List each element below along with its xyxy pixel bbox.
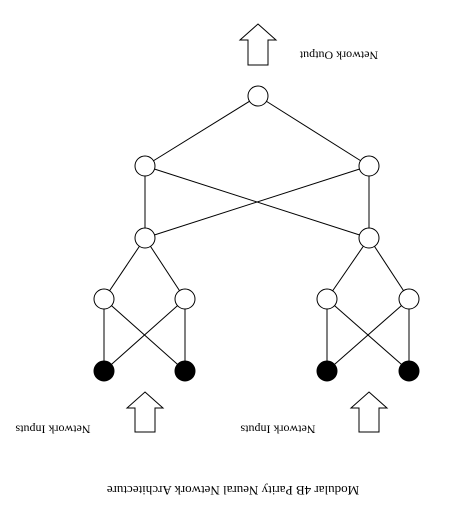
output-arrow-icon	[238, 23, 278, 66]
input-node-3	[316, 360, 338, 382]
edge-left-h2-i1	[103, 298, 186, 372]
edge-topright-midleft	[144, 165, 370, 239]
output-label: Network Output	[299, 48, 378, 62]
edge-right-mod-a	[326, 237, 370, 300]
arrows	[125, 23, 389, 433]
edge-output-top-right	[257, 95, 370, 167]
hidden-node-top-right	[358, 155, 380, 177]
hidden-node-top-left	[134, 155, 156, 177]
labels: Network Output Network Inputs Network In…	[15, 48, 378, 498]
hidden-node-right-2	[398, 288, 420, 310]
hidden-node-right-1	[316, 288, 338, 310]
right-input-arrow-icon	[349, 391, 389, 433]
nodes	[93, 85, 420, 382]
edge-right-h2-i1	[326, 298, 410, 372]
input-node-1	[93, 360, 115, 382]
hidden-node-left-2	[174, 288, 196, 310]
right-input-label: Network Inputs	[240, 422, 315, 436]
output-node	[247, 85, 269, 107]
module-output-node-left	[134, 227, 156, 249]
edge-output-top-left	[144, 95, 259, 167]
diagram-caption: Modular 4B Parity Neural Network Archite…	[107, 483, 360, 498]
edge-right-mod-b	[368, 237, 410, 300]
left-input-arrow-icon	[125, 391, 165, 433]
edge-left-mod-b	[144, 237, 186, 300]
input-node-2	[174, 360, 196, 382]
module-output-node-right	[358, 227, 380, 249]
edges	[103, 95, 410, 372]
input-node-4	[398, 360, 420, 382]
edge-left-mod-a	[103, 237, 146, 300]
left-input-label: Network Inputs	[15, 422, 90, 436]
hidden-node-left-1	[93, 288, 115, 310]
